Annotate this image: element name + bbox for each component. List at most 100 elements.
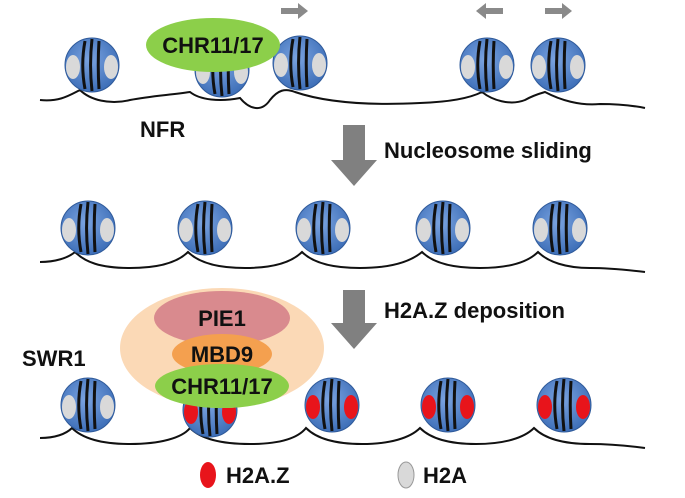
dna-wrap: [89, 38, 94, 92]
legend-h2az-label: H2A.Z: [226, 463, 290, 488]
dna-wrap: [85, 378, 90, 432]
dna-wrap: [92, 203, 97, 253]
nucleosome: [272, 35, 328, 91]
dna-wrap: [320, 201, 325, 255]
dna-wrap: [547, 40, 553, 90]
dna-wrap: [194, 203, 200, 253]
h2a-dimer: [179, 218, 193, 242]
h2az-dimer: [538, 395, 552, 419]
dna-wrap: [327, 203, 332, 253]
h2a-dimer: [62, 395, 76, 419]
dna-wrap: [304, 38, 309, 88]
dna-wrap: [568, 380, 573, 430]
dna-line-row2: [39, 250, 646, 273]
nucleosome-h2az: [536, 377, 592, 433]
h2a-dimer: [217, 218, 231, 242]
dna-wrap: [437, 380, 443, 430]
h2a-dimer: [455, 218, 469, 242]
dna-wrap: [445, 378, 450, 432]
deposition-caption: H2A.Z deposition: [384, 298, 565, 323]
h2a-dimer: [312, 53, 326, 77]
pie1-label: PIE1: [198, 306, 246, 331]
dna-wrap: [336, 380, 341, 430]
dna-line-row1: [39, 88, 646, 109]
dna-wrap: [81, 40, 87, 90]
h2a-dimer: [417, 218, 431, 242]
dna-wrap: [297, 36, 302, 90]
h2a-dimer: [570, 55, 584, 79]
down-arrow-icon: [331, 125, 377, 186]
dna-wrap: [553, 380, 559, 430]
down-arrow-icon: [331, 290, 377, 349]
h2a-dimer: [532, 55, 546, 79]
h2a-dimer: [534, 218, 548, 242]
nucleosome: [530, 37, 586, 93]
h2a-dimer: [335, 218, 349, 242]
pie1-subunit: [154, 291, 290, 345]
dna-wrap: [289, 38, 295, 88]
dna-wrap: [562, 40, 567, 90]
dna-wrap: [329, 378, 334, 432]
h2az-legend-swatch: [200, 462, 216, 488]
dna-wrap: [209, 203, 214, 253]
dna-wrap: [202, 201, 207, 255]
dna-wrap: [432, 203, 438, 253]
row-3-h2az: PIE1 MBD9 CHR11/17 SWR1: [22, 288, 646, 449]
dna-wrap: [96, 40, 101, 90]
mbd9-subunit: [172, 334, 272, 374]
mbd9-label: MBD9: [191, 342, 253, 367]
h2az-dimer: [460, 395, 474, 419]
dna-wrap: [452, 380, 457, 430]
nucleosome: [459, 37, 515, 93]
h2a-legend-swatch: [397, 461, 415, 489]
legend-h2a-label: H2A: [423, 463, 467, 488]
h2a-dimer: [572, 218, 586, 242]
nucleosome: [177, 200, 233, 256]
h2a-dimer: [297, 218, 311, 242]
dna-line-row3: [39, 426, 646, 449]
h2a-dimer: [100, 395, 114, 419]
h2az-dimer: [576, 395, 590, 419]
dna-wrap: [312, 203, 318, 253]
h2a-dimer: [66, 55, 80, 79]
dna-wrap: [555, 38, 560, 92]
h2a-dimer: [499, 55, 513, 79]
nucleosome-h2az: [304, 377, 360, 433]
h2a-dimer: [62, 218, 76, 242]
dna-wrap: [321, 380, 327, 430]
swr1-label: SWR1: [22, 346, 86, 371]
h2a-dimer: [100, 218, 114, 242]
dna-wrap: [491, 40, 496, 90]
chr-complex-label: CHR11/17: [171, 374, 273, 399]
dna-wrap: [85, 201, 90, 255]
dna-wrap: [561, 378, 566, 432]
nucleosome: [64, 37, 120, 93]
row-2-spaced: [39, 200, 646, 273]
left-arrow-icon: [476, 3, 503, 19]
nucleosome: [295, 200, 351, 256]
dna-wrap: [77, 380, 83, 430]
nucleosome: [415, 200, 471, 256]
chr-remodeler-complex: [155, 364, 289, 408]
nucleosome: [60, 377, 116, 433]
dna-wrap: [476, 40, 482, 90]
row-1-nfr: CHR11/17 NFR: [39, 3, 646, 142]
nucleosome: [60, 200, 116, 256]
sliding-caption: Nucleosome sliding: [384, 138, 592, 163]
dna-wrap: [557, 201, 562, 255]
chr-top-label: CHR11/17: [162, 33, 264, 58]
h2a-dimer: [104, 55, 118, 79]
h2az-dimer: [344, 395, 358, 419]
nucleosome: [532, 200, 588, 256]
right-arrow-icon: [281, 3, 308, 19]
nfr-label: NFR: [140, 117, 185, 142]
dna-wrap: [77, 203, 83, 253]
dna-wrap: [92, 380, 97, 430]
dna-wrap: [484, 38, 489, 92]
dna-wrap: [440, 201, 445, 255]
h2a-dimer: [461, 55, 475, 79]
nucleosome-h2az: [420, 377, 476, 433]
h2az-dimer: [422, 395, 436, 419]
